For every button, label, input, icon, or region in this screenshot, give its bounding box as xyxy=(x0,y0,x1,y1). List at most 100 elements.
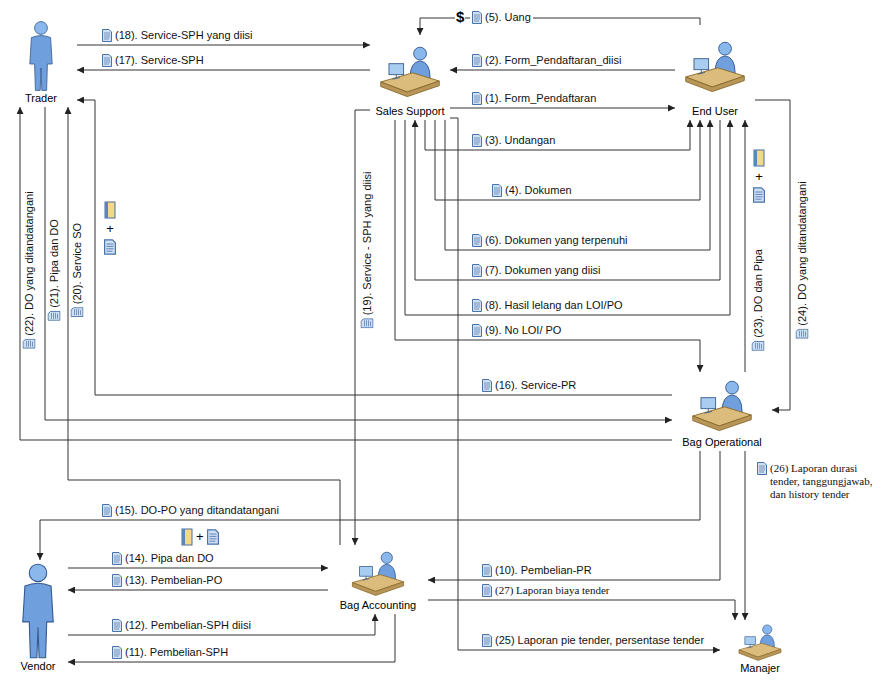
flow-connector xyxy=(68,590,328,591)
document-icon xyxy=(71,307,84,317)
flow-tag: (22). DO yang ditandatangani xyxy=(23,189,36,350)
document-icon xyxy=(796,329,809,339)
actor-node: Vendor xyxy=(8,560,68,675)
document-icon xyxy=(482,564,492,577)
actor-label: Manajer xyxy=(740,662,780,675)
flow-label: (18). Service-SPH yang diisi xyxy=(115,29,253,42)
pipe-icon xyxy=(753,149,765,167)
actor-node: Bag Accounting xyxy=(328,545,428,614)
document-icon xyxy=(482,584,492,597)
item-group: + xyxy=(180,527,220,547)
flow-connector xyxy=(745,451,746,620)
document-icon xyxy=(102,29,112,42)
currency-sign: $ xyxy=(455,9,465,25)
flow-connector xyxy=(68,107,340,545)
flow-tag: (15). DO-PO yang ditandatangani xyxy=(100,504,281,517)
actor-icon xyxy=(350,547,406,599)
flow-label: (5). Uang xyxy=(485,11,531,24)
flow-connector xyxy=(425,120,690,150)
document-icon xyxy=(472,324,482,337)
actor-label: Trader xyxy=(25,92,57,105)
flow-label: (24). DO yang ditandatangani xyxy=(796,181,809,325)
flow-tag: (24). DO yang ditandatangani xyxy=(796,179,809,340)
actor-icon xyxy=(16,562,60,660)
document-icon xyxy=(102,54,112,67)
flow-tag: (23). DO dan Pipa xyxy=(752,247,765,353)
flow-label: (12). Pembelian-SPH diisi xyxy=(125,619,251,632)
actor-label: Vendor xyxy=(21,660,56,673)
flow-connector xyxy=(68,614,375,635)
flow-label: (4). Dokumen xyxy=(505,184,572,197)
actor-icon xyxy=(683,27,747,105)
flow-connector xyxy=(405,120,730,315)
document-icon xyxy=(482,379,492,392)
actor-node: End User xyxy=(675,25,755,120)
flow-tag: (12). Pembelian-SPH diisi xyxy=(110,619,253,632)
flow-tag: (13). Pembelian-PO xyxy=(110,574,224,587)
flow-connector xyxy=(450,118,720,650)
document-icon xyxy=(104,239,116,255)
document-icon xyxy=(23,339,36,349)
flow-tag: (26) Laporan durasi tender, tanggungjawa… xyxy=(755,462,884,501)
flow-label: (19). Service - SPH yang diisi xyxy=(361,172,374,316)
flow-connector xyxy=(745,120,746,372)
flow-tag: (2). Form_Pendaftaran_diisi xyxy=(470,54,623,67)
flow-connector xyxy=(428,600,735,620)
actor-node: Sales Support xyxy=(370,35,450,120)
flow-connector xyxy=(68,568,328,569)
document-icon xyxy=(482,634,492,647)
item-group: + xyxy=(752,148,766,204)
actor-label: End User xyxy=(692,105,738,118)
flow-tag: (10). Pembelian-PR xyxy=(480,564,594,577)
item-group: + xyxy=(103,200,117,256)
actor-node: Trader xyxy=(5,18,77,107)
flow-tag: (27) Laporan biaya tender xyxy=(480,584,612,597)
document-icon xyxy=(753,187,765,203)
flow-tag: (9). No LOI/ PO xyxy=(470,324,563,337)
plus-sign: + xyxy=(106,222,114,236)
flow-label: (20). Service SO xyxy=(71,223,84,304)
document-icon xyxy=(112,646,122,659)
flow-label: (3). Undangan xyxy=(485,134,555,147)
flow-tag: (4). Dokumen xyxy=(490,184,574,197)
flow-connector xyxy=(450,70,675,71)
flow-tag: (14). Pipa dan DO xyxy=(110,552,216,565)
flow-label: (27) Laporan biaya tender xyxy=(495,584,610,597)
flow-tag: (25) Laporan pie tender, persentase tend… xyxy=(480,634,706,647)
flow-connector xyxy=(395,120,700,372)
flow-label: (17). Service-SPH xyxy=(115,54,204,67)
document-icon xyxy=(207,529,219,545)
flow-label: (13). Pembelian-PO xyxy=(125,574,222,587)
flow-connector xyxy=(445,120,710,250)
flow-label: (11). Pembelian-SPH xyxy=(125,646,228,659)
flow-label: (22). DO yang ditandatangani xyxy=(23,191,36,335)
flow-tag: (5). Uang xyxy=(470,11,533,24)
actor-icon xyxy=(690,374,754,436)
flow-tag: (16). Service-PR xyxy=(480,379,578,392)
flow-tag: (18). Service-SPH yang diisi xyxy=(100,29,255,42)
actor-icon xyxy=(378,37,442,105)
flow-label: (2). Form_Pendaftaran_diisi xyxy=(485,54,621,67)
pipe-icon xyxy=(181,528,193,546)
actor-icon xyxy=(737,622,783,662)
document-icon xyxy=(48,311,61,321)
flow-tag: (19). Service - SPH yang diisi xyxy=(361,170,374,331)
document-icon xyxy=(472,134,482,147)
actor-node: Bag Operational xyxy=(672,372,772,451)
document-icon xyxy=(492,184,502,197)
document-icon xyxy=(472,54,482,67)
document-icon xyxy=(112,574,122,587)
document-icon xyxy=(757,462,767,475)
flow-tag: (1). Form_Pendaftaran xyxy=(470,92,598,105)
flow-label: (7). Dokumen yang diisi xyxy=(485,264,601,277)
flow-label: (8). Hasil lelang dan LOI/PO xyxy=(485,299,623,312)
actor-label: Bag Accounting xyxy=(340,599,416,612)
document-icon xyxy=(752,341,765,351)
flow-connector xyxy=(68,614,395,662)
flow-tag: (11). Pembelian-SPH xyxy=(110,646,230,659)
flow-label: (16). Service-PR xyxy=(495,379,576,392)
flow-label: (21). Pipa dan DO xyxy=(48,219,61,308)
document-icon xyxy=(472,234,482,247)
flow-label: (26) Laporan durasi tender, tanggungjawa… xyxy=(770,462,882,501)
